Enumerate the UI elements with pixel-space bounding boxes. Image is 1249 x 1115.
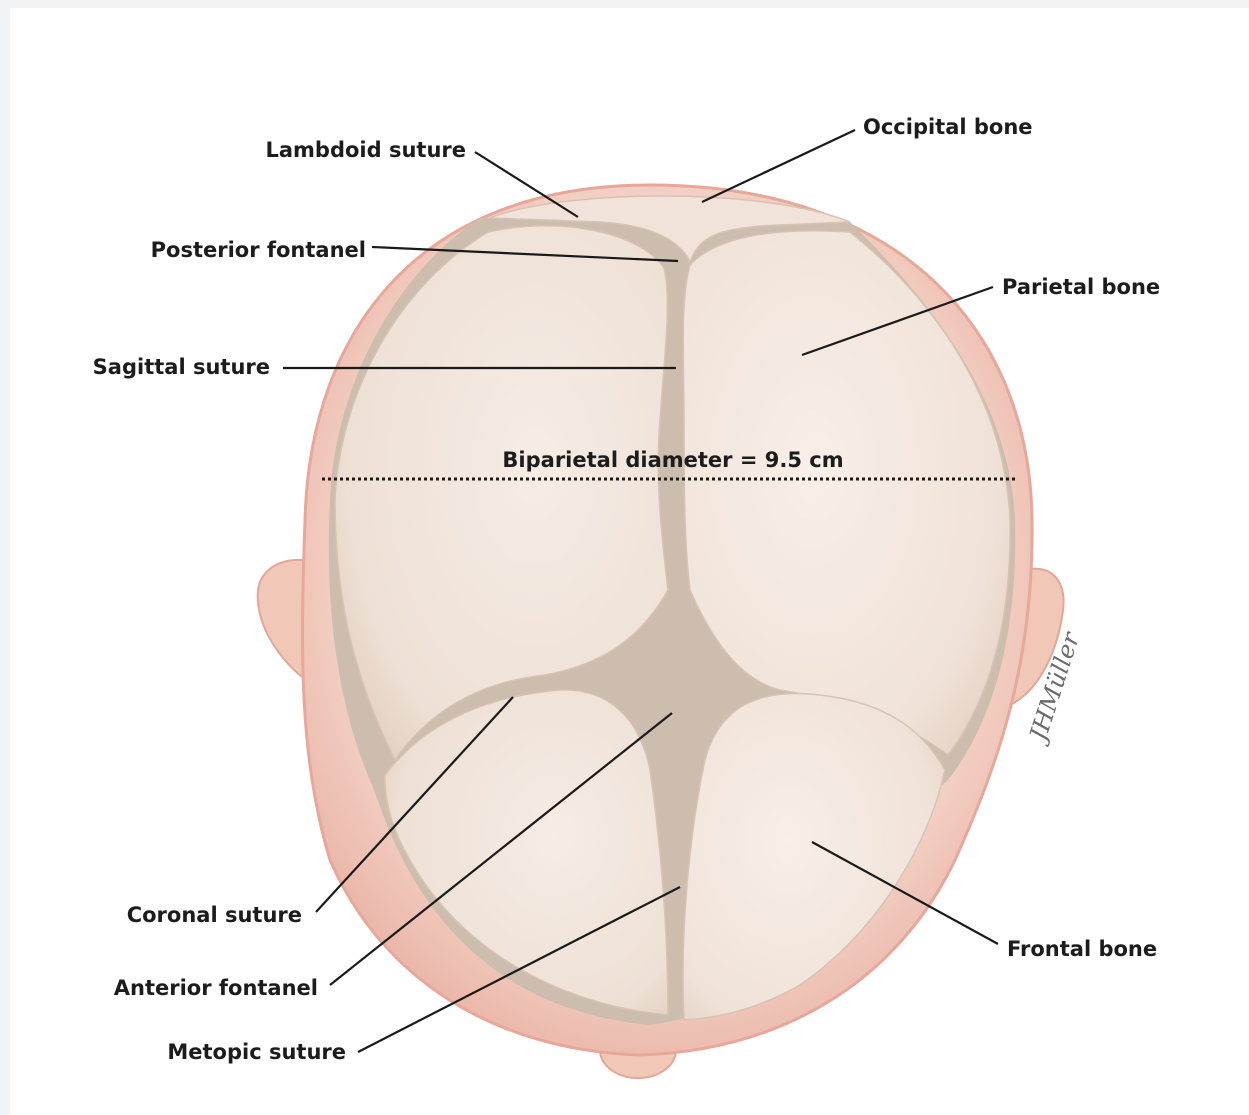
- right-frontal-bone: [683, 694, 945, 1020]
- label-parietal-bone: Parietal bone: [1002, 275, 1160, 299]
- leader-occipital-bone: [702, 130, 855, 202]
- label-occipital-bone: Occipital bone: [863, 115, 1033, 139]
- label-metopic-suture: Metopic suture: [167, 1040, 346, 1064]
- label-frontal-bone: Frontal bone: [1007, 937, 1157, 961]
- label-sagittal-suture: Sagittal suture: [93, 355, 270, 379]
- label-lambdoid-suture: Lambdoid suture: [265, 138, 466, 162]
- label-posterior-fontanel: Posterior fontanel: [151, 238, 366, 262]
- label-anterior-fontanel: Anterior fontanel: [114, 976, 318, 1000]
- label-coronal-suture: Coronal suture: [127, 903, 302, 927]
- label-biparietal-diameter: Biparietal diameter = 9.5 cm: [502, 448, 843, 472]
